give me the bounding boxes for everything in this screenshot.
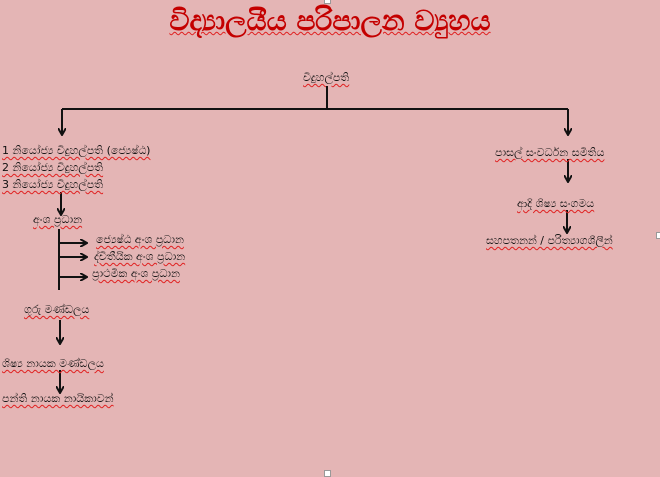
deputy-2: 2 නියෝජ්‍ය විදුහල්පති <box>2 161 104 174</box>
oba-node: ආදි ශිෂ්‍ය සංගමය <box>517 197 595 210</box>
resize-handle-top[interactable] <box>324 0 331 4</box>
supporters-node: සහපතනන් / පරිත්‍යාගශීලීන් <box>486 234 613 247</box>
section-heads-node: අංශ ප්‍රධාන <box>33 213 83 226</box>
deputy-3: 3 නියෝජ්‍ය විදුහල්පති <box>2 178 104 191</box>
deputy-1: 1 නියෝජ්‍ය විදුහල්පති (ජ්‍යෙෂ්ඨ) <box>2 144 151 157</box>
prefects-node: ශිෂ්‍ය නායක මණ්ඩලය <box>2 357 104 370</box>
page-title: විද්‍යාලයීය පරිපාලන ව්‍යුහය <box>169 4 491 37</box>
principal-node: විදුහල්පති <box>303 71 350 84</box>
senior-section-head: ජ්‍යෙෂ්ඨ අංශ ප්‍රධාන <box>96 233 184 246</box>
teachers-node: ගුරු මණ්ඩලය <box>24 303 90 316</box>
resize-handle-right[interactable] <box>656 232 660 239</box>
primary-section-head: ප්‍රාථමික අංශ ප්‍රධාන <box>92 267 180 280</box>
class-monitors-node: පන්ති නායක නායිකාවන් <box>2 392 114 405</box>
sdc-node: පාසල් සංවර්ධන සමිතිය <box>495 146 605 159</box>
secondary-section-head: ද්විතීයික අංශ ප්‍රධාන <box>94 250 186 263</box>
